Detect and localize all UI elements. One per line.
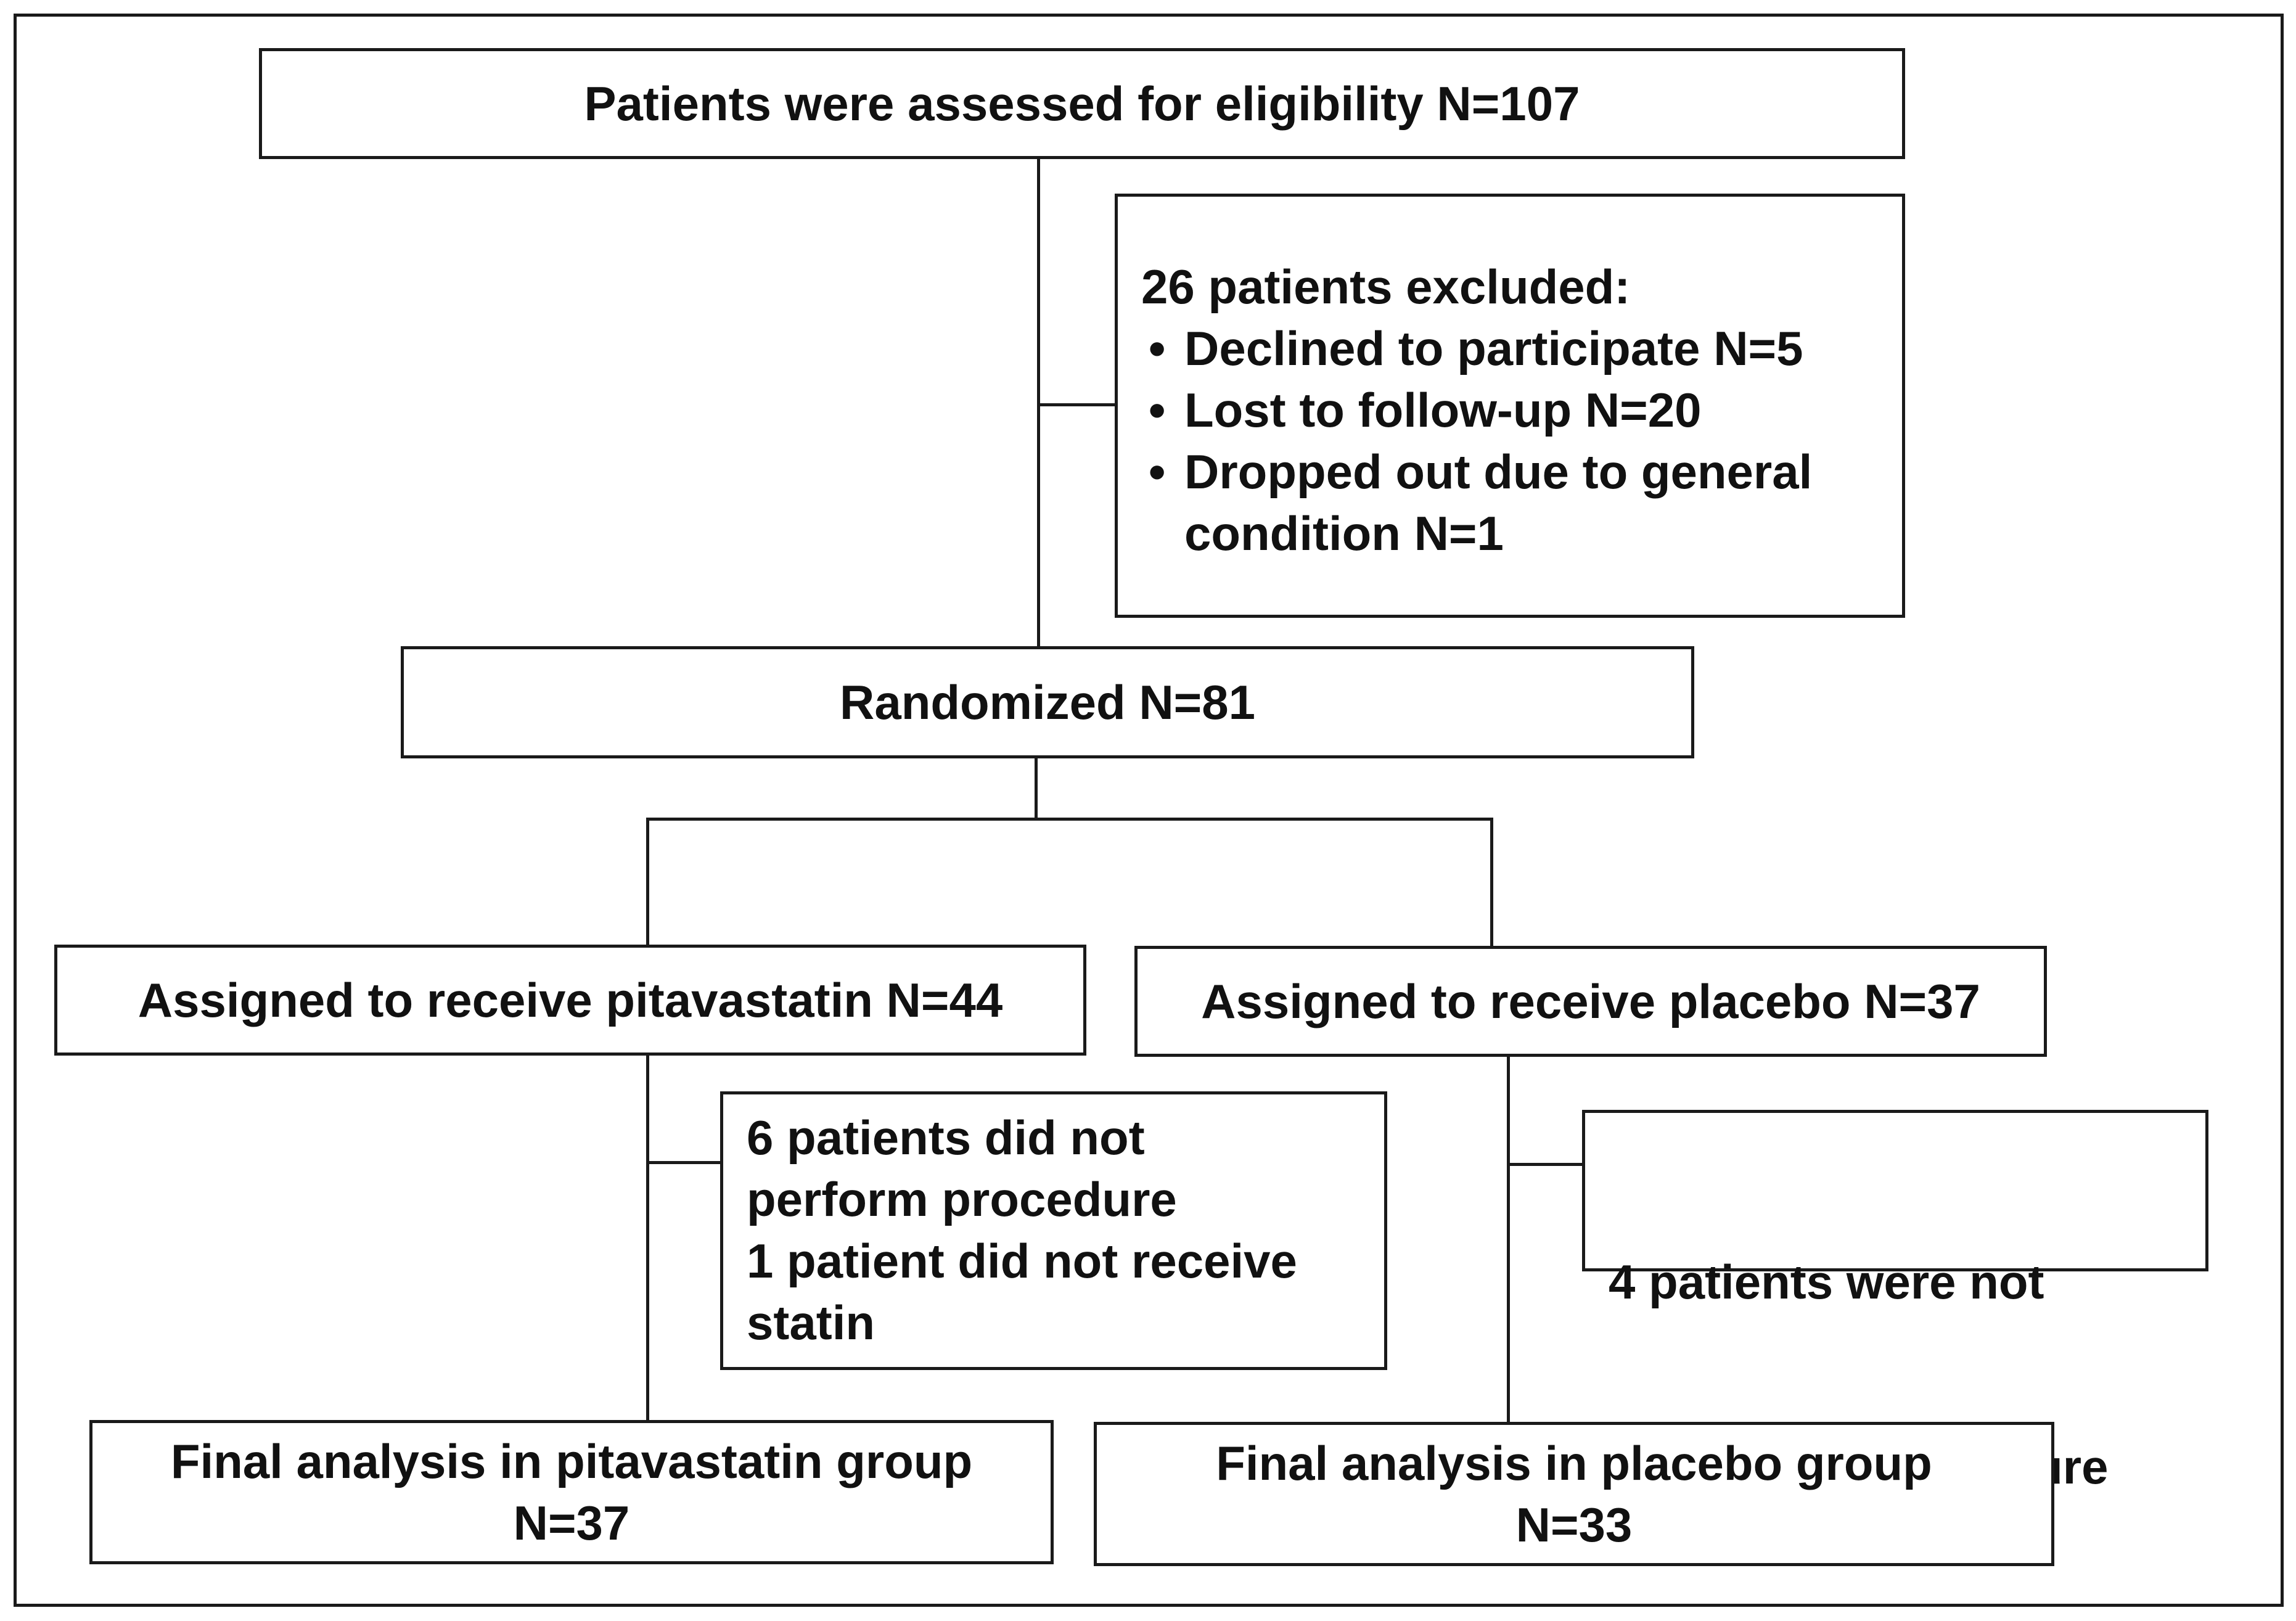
placebo-exclusion-line: 4 patients were not xyxy=(1609,1255,2044,1309)
connector-pitavastatin-arm-to-final xyxy=(646,1053,649,1423)
placebo-final-title: Final analysis in placebo group xyxy=(1216,1436,1932,1490)
randomized-box: Randomized N=81 xyxy=(401,646,1694,758)
pitavastatin-final-title: Final analysis in pitavastatin group xyxy=(170,1434,973,1488)
excluded-reason-item: • Lost to follow-up N=20 xyxy=(1141,379,1890,441)
diagram-border xyxy=(14,14,2284,1607)
eligibility-text: Patients were assessed for eligibility N… xyxy=(584,76,1580,131)
bullet-icon: • xyxy=(1149,321,1166,375)
excluded-reason-text: Lost to follow-up N=20 xyxy=(1184,383,1702,437)
connector-randomized-down xyxy=(1035,756,1038,820)
connector-to-excluded xyxy=(1037,403,1117,406)
excluded-reason-text: Declined to participate N=5 xyxy=(1184,321,1803,375)
excluded-box: 26 patients excluded: • Declined to parti… xyxy=(1115,194,1905,618)
excluded-reasons-list: • Declined to participate N=5 • Lost to fo… xyxy=(1141,318,1890,564)
eligibility-box: Patients were assessed for eligibility N… xyxy=(259,48,1905,159)
pitavastatin-arm-text: Assigned to receive pitavastatin N=44 xyxy=(137,973,1003,1027)
pitavastatin-exclusion-line: statin xyxy=(747,1295,875,1350)
pitavastatin-final-box: Final analysis in pitavastatin group N=3… xyxy=(89,1420,1054,1564)
pitavastatin-exclusion-box: 6 patients did not perform procedure 1 p… xyxy=(720,1091,1387,1370)
pitavastatin-final-count: N=37 xyxy=(513,1496,630,1550)
connector-eligibility-to-randomized xyxy=(1037,159,1040,646)
pitavastatin-arm-box: Assigned to receive pitavastatin N=44 xyxy=(54,945,1086,1056)
placebo-exclusion-box: 4 patients were not performed procedure xyxy=(1582,1110,2208,1494)
pitavastatin-exclusion-line: 1 patient did not receive xyxy=(747,1234,1297,1288)
pitavastatin-exclusion-line: 6 patients did not xyxy=(747,1110,1145,1165)
connector-split-horizontal xyxy=(646,818,1493,821)
connector-to-pitavastatin-exclusion xyxy=(646,1161,723,1164)
connector-to-pitavastatin-arm xyxy=(646,818,649,946)
connector-to-placebo-arm xyxy=(1490,818,1493,946)
pitavastatin-exclusion-line: perform procedure xyxy=(747,1172,1177,1226)
connector-placebo-arm-to-final xyxy=(1507,1053,1510,1424)
placebo-arm-text: Assigned to receive placebo N=37 xyxy=(1201,974,1980,1028)
excluded-reason-item: • Declined to participate N=5 xyxy=(1141,318,1890,379)
bullet-icon: • xyxy=(1149,383,1166,437)
bullet-icon: • xyxy=(1149,445,1166,499)
connector-to-placebo-exclusion xyxy=(1507,1163,1585,1166)
placebo-final-count: N=33 xyxy=(1515,1498,1633,1552)
excluded-reason-text: Dropped out due to general condition N=1 xyxy=(1184,445,1813,560)
placebo-arm-box: Assigned to receive placebo N=37 xyxy=(1134,946,2047,1057)
placebo-final-box: Final analysis in placebo group N=33 xyxy=(1094,1422,2054,1566)
randomized-text: Randomized N=81 xyxy=(839,675,1255,729)
excluded-reason-item: • Dropped out due to general condition N=… xyxy=(1141,441,1890,564)
excluded-header: 26 patients excluded: xyxy=(1141,260,1631,314)
